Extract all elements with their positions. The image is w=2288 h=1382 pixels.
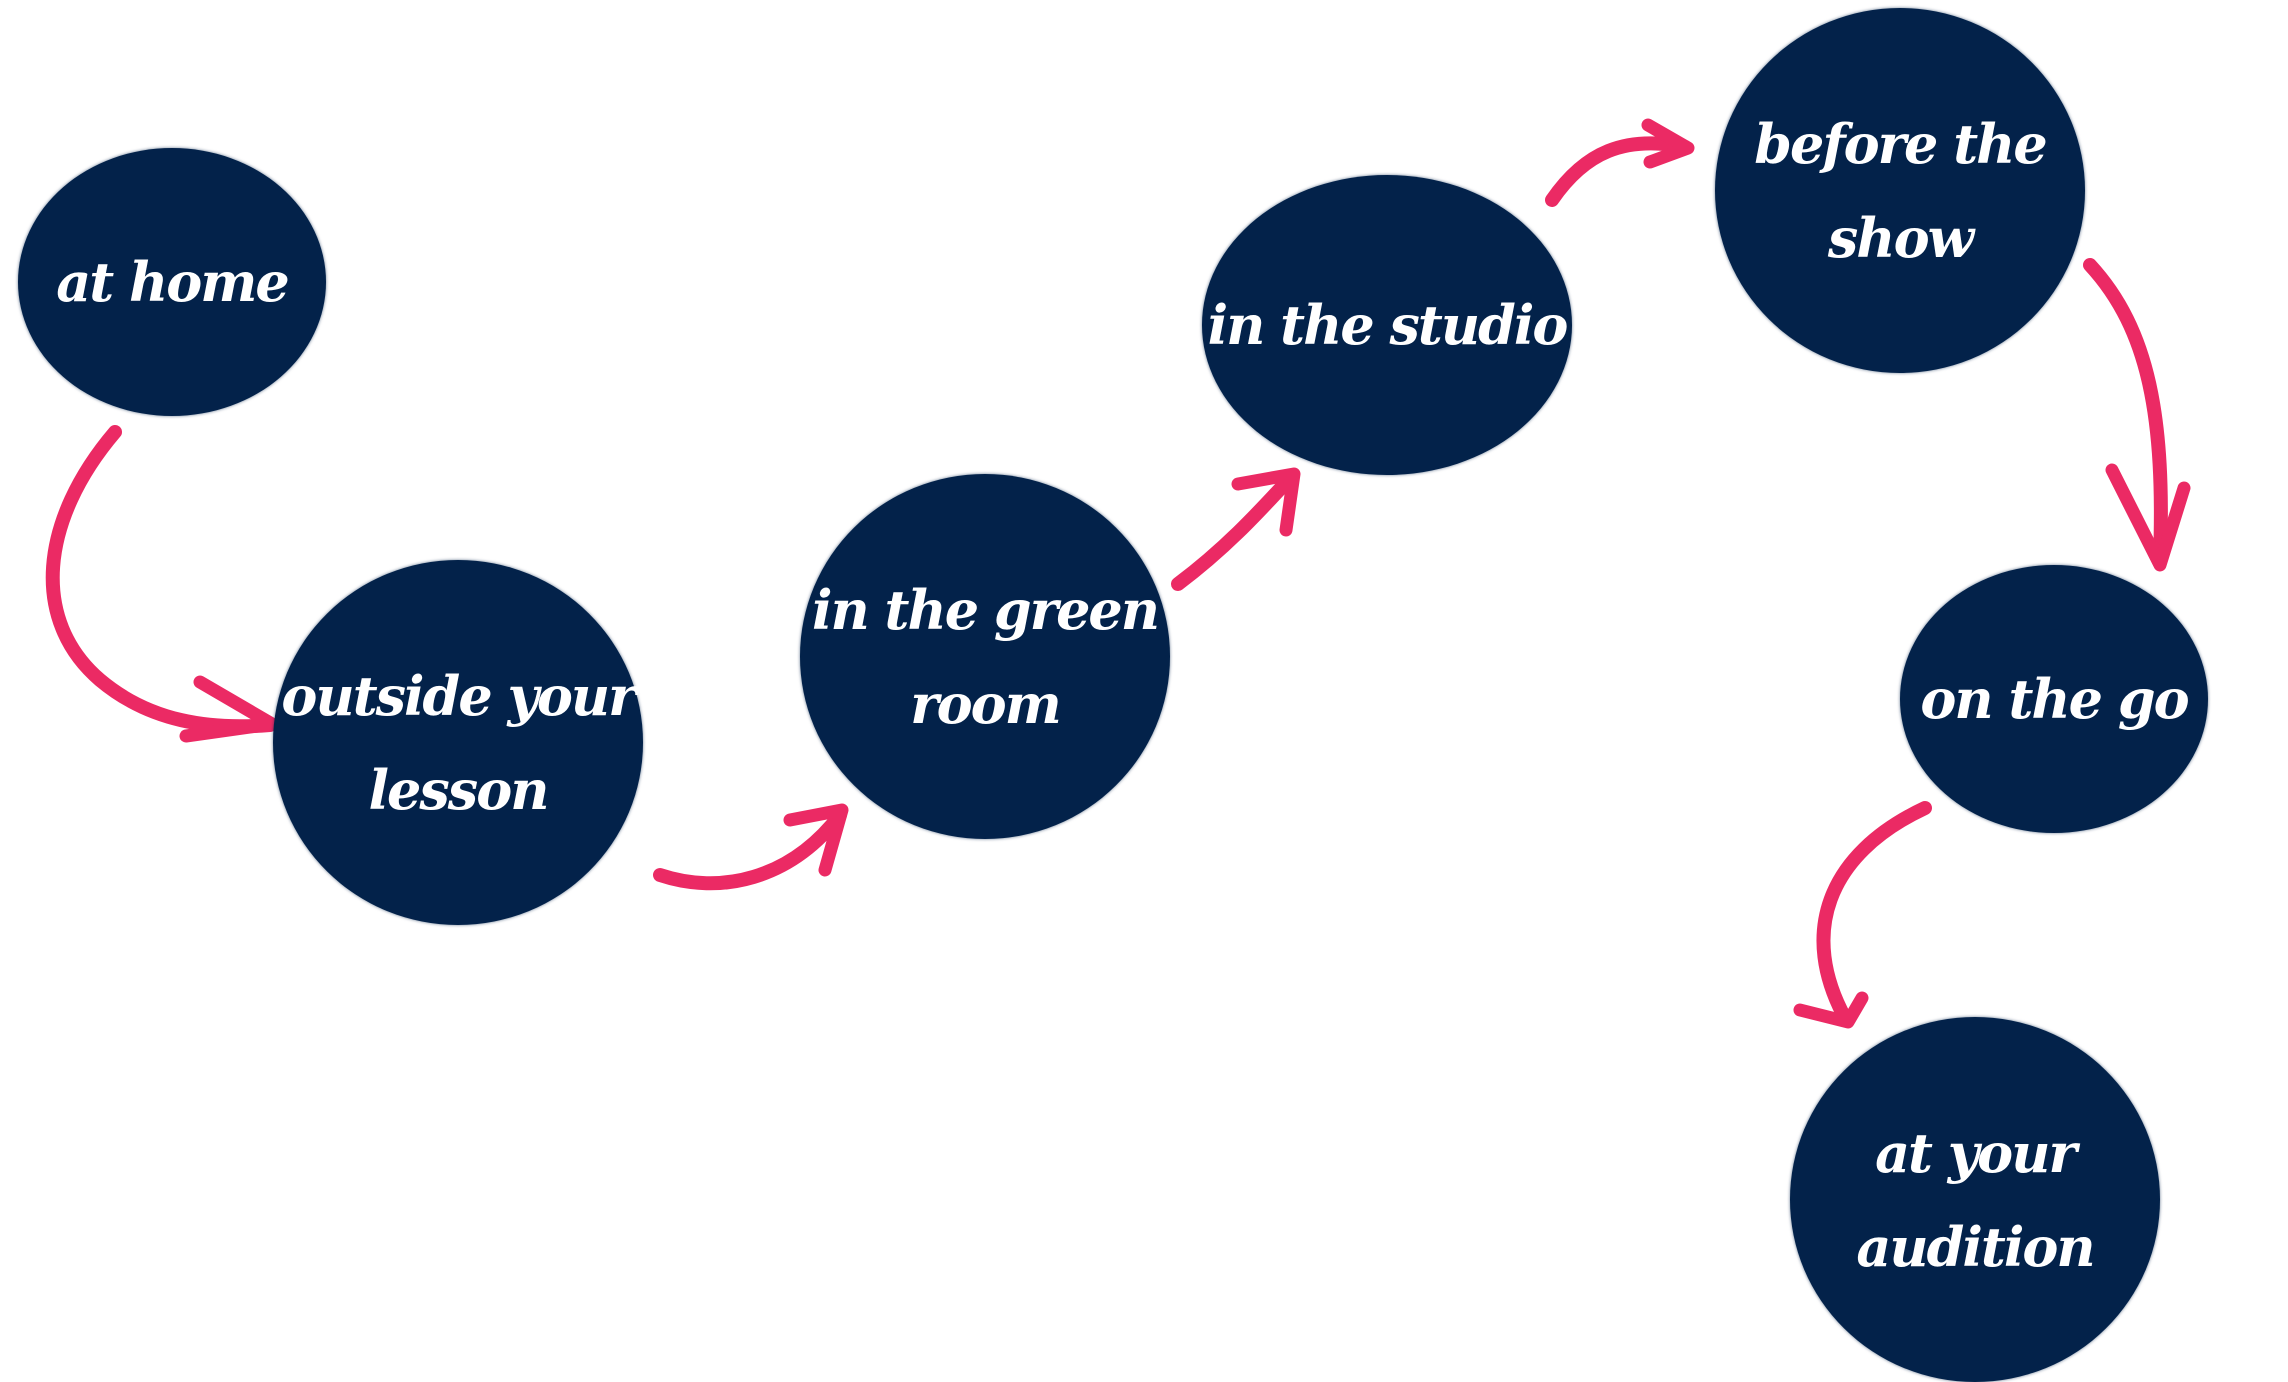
arrow-studio-to-before-head [1641,118,1695,169]
node-at-your-audition-label: at your audition [1856,1120,2095,1279]
node-on-the-go: on the go [1900,565,2208,833]
arrow-green-to-studio-shaft [1171,469,1299,591]
node-at-home: at home [18,148,326,416]
arrow-before-to-go-head [2105,463,2191,572]
arrow-home-to-outside-head [179,675,279,743]
arrow-outside-to-green-head [783,803,849,877]
node-in-the-green-room: in the green room [800,474,1170,839]
node-on-the-go-label: on the go [1920,667,2189,731]
node-at-your-audition: at your audition [1790,1017,2160,1382]
node-outside-your-lesson: outside your lesson [273,560,643,925]
arrow-home-to-outside-shaft [45,425,277,734]
arrow-outside-to-green [653,803,849,891]
arrow-go-to-audition-head [1793,991,1869,1029]
arrow-outside-to-green-shaft [653,808,847,891]
arrow-green-to-studio-head [1231,467,1301,537]
node-outside-your-lesson-label: outside your lesson [281,663,636,822]
node-in-the-green-room-label: in the green room [811,577,1160,736]
node-before-the-show: before the show [1715,8,2085,373]
node-before-the-show-label: before the show [1754,111,2048,270]
arrow-studio-to-before-shaft [1545,136,1692,207]
node-at-home-label: at home [56,250,290,314]
node-in-the-studio-label: in the studio [1207,293,1569,357]
arrow-green-to-studio [1171,467,1301,591]
arrow-studio-to-before [1545,118,1695,207]
arrow-before-to-go-shaft [2083,258,2168,567]
arrow-go-to-audition [1793,801,1932,1029]
arrow-home-to-outside [45,425,279,743]
arrow-go-to-audition-shaft [1816,801,1932,1025]
arrow-before-to-go [2083,258,2191,572]
node-in-the-studio: in the studio [1202,175,1572,475]
